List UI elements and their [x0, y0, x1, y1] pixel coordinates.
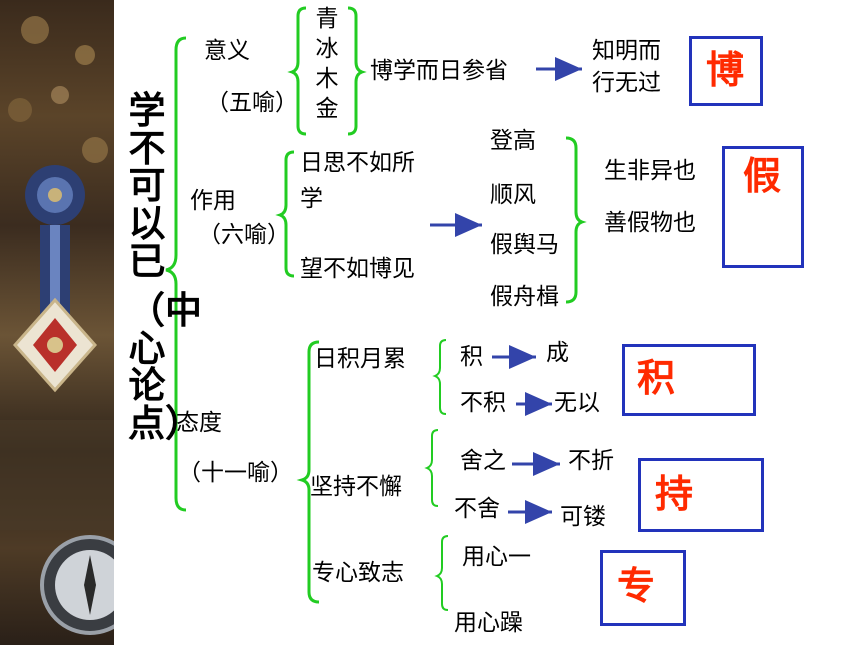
section1-middle: 博学而日参省: [370, 58, 508, 84]
section1-count: （五喻）: [206, 90, 298, 116]
section2-item-jiayuma: 假舆马: [490, 232, 559, 258]
mind-map: 学不可以已 （中心论点） 意义 （五喻） 青 冰 木 金 博学而日参省 知明而 …: [114, 0, 860, 645]
key-box-bo: 博: [689, 36, 763, 106]
section2-result-line2: 善假物也: [604, 210, 696, 236]
section1-brace: [287, 6, 307, 136]
sub1-b-to: 无以: [554, 390, 600, 416]
sub1-a-to: 成: [546, 340, 569, 366]
section1-label: 意义: [204, 38, 250, 64]
key-box-zhuan: 专: [600, 550, 686, 626]
sub2-b-from: 不舍: [454, 496, 500, 522]
sub2-a-from: 舍之: [460, 448, 506, 474]
sub2-label: 坚持不懈: [310, 474, 402, 500]
main-brace: [165, 36, 187, 512]
section2-item-denggao: 登高: [490, 128, 536, 154]
section2-item-shunfeng: 顺风: [490, 182, 536, 208]
section2-left-line2: 学: [300, 186, 323, 212]
section2-left-line1: 日思不如所: [300, 150, 415, 176]
section2-item-jiazhouji: 假舟楫: [490, 284, 559, 310]
key-char-zhuan: 专: [617, 564, 656, 608]
key-char-jia: 假: [743, 154, 782, 198]
central-thesis-note: （中心论点）: [128, 289, 202, 446]
section3-count: （十一喻）: [178, 460, 293, 486]
medal-decoration-image: [0, 16, 114, 635]
sub1-b-from: 不积: [460, 390, 506, 416]
section2-left-line3: 望不如博见: [300, 256, 415, 282]
central-thesis-title: 学不可以已: [128, 89, 166, 283]
section1-result-line1: 知明而: [592, 38, 661, 64]
connector-lines: [165, 6, 587, 611]
key-char-ji: 积: [637, 356, 676, 400]
sub3-a: 用心一: [462, 544, 531, 570]
section2-label: 作用: [190, 188, 236, 214]
key-char-bo: 博: [706, 48, 745, 92]
sub1-a-from: 积: [460, 344, 483, 370]
section2-result-line1: 生非异也: [604, 158, 696, 184]
sub1-label: 日积月累: [314, 346, 406, 372]
section3-label: 态度: [176, 410, 222, 436]
sub3-label: 专心致志: [312, 560, 404, 586]
key-box-ji: 积: [622, 344, 756, 416]
section2-brace: [275, 150, 295, 278]
key-char-chi: 持: [655, 472, 694, 516]
metaphor-qing: 青: [315, 6, 339, 32]
section2-items-brace: [565, 136, 587, 304]
decorative-photo-strip: [0, 0, 114, 645]
section1-result-line2: 行无过: [592, 70, 661, 96]
sub3-b: 用心躁: [454, 610, 523, 636]
key-box-chi: 持: [638, 458, 764, 532]
sub1-brace: [432, 339, 447, 415]
section1-right-brace: [347, 6, 367, 136]
metaphor-mu: 木: [315, 66, 339, 92]
section2-count: （六喻）: [198, 222, 290, 248]
metaphor-bing: 冰: [315, 36, 339, 62]
metaphor-jin: 金: [315, 96, 339, 122]
sub2-b-to: 可镂: [560, 504, 606, 530]
sub2-brace: [424, 429, 439, 507]
section3-brace: [296, 340, 320, 604]
sub2-a-to: 不折: [568, 448, 614, 474]
sub3-brace: [434, 535, 449, 611]
key-box-jia: 假: [722, 146, 804, 268]
